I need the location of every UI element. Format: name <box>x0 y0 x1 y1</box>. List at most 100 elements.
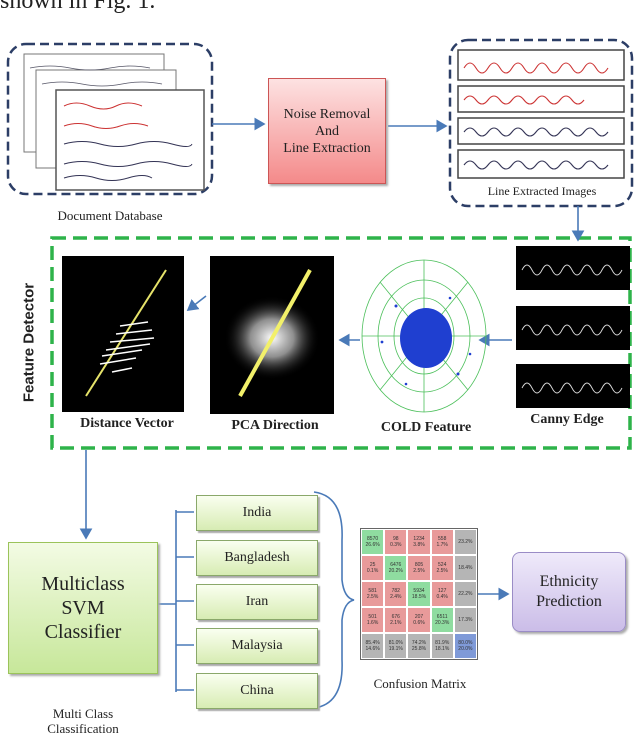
confusion-cell-text: 81.9% <box>435 640 450 646</box>
pca-direction-label: PCA Direction <box>231 418 319 433</box>
confusion-cell: 22.2% <box>453 581 477 607</box>
confusion-cell-text: 22.2% <box>458 591 473 597</box>
distance-vector-label: Distance Vector <box>80 416 174 431</box>
svm-classifier-box: Multiclass SVM Classifier <box>8 542 158 674</box>
confusion-cell-text: 207 <box>414 614 424 620</box>
confusion-cell-text: 25.8% <box>411 646 427 652</box>
document-pages-image <box>23 53 205 191</box>
confusion-cell-text: 782 <box>391 588 400 594</box>
confusion-cell-text: 18.4% <box>458 565 473 571</box>
confusion-cell-text: 2.4% <box>390 594 402 600</box>
confusion-cell: 23.2% <box>453 529 477 555</box>
curly-brace <box>313 491 355 709</box>
cold-feature-label: COLD Feature <box>380 420 472 435</box>
confusion-cell-text: 74.2% <box>411 640 427 646</box>
noise-removal-line-1: Noise Removal <box>283 106 371 122</box>
confusion-cell-text: 3.8% <box>413 542 425 548</box>
confusion-cell-text: 2.5% <box>436 568 448 574</box>
document-database-label: Document Database <box>57 208 163 223</box>
svm-line-2: SVM <box>61 597 105 619</box>
cold-feature-image <box>361 259 487 413</box>
canny-edge-label: Canny Edge <box>530 412 604 427</box>
country-malaysia: Malaysia <box>196 628 318 664</box>
line-extracted-frame <box>448 38 634 208</box>
confusion-cell: 85.4%14.6% <box>361 633 385 659</box>
confusion-cell-text: 23.2% <box>458 539 473 545</box>
confusion-cell: 17.3% <box>453 607 477 633</box>
confusion-matrix-label: Confusion Matrix <box>373 676 467 691</box>
confusion-cell-text: 20.0% <box>458 646 473 652</box>
confusion-cell-text: 85.4% <box>365 640 380 646</box>
noise-removal-box: Noise Removal And Line Extraction <box>268 78 386 184</box>
confusion-cell: 81.0%19.1% <box>384 633 408 659</box>
confusion-cell-text: 2.5% <box>413 568 425 574</box>
noise-removal-line-3: Line Extraction <box>283 140 371 156</box>
noise-removal-line-2: And <box>314 123 340 139</box>
confusion-cell-text: 5934 <box>413 588 425 594</box>
confusion-cell: 74.2%25.8% <box>407 633 431 659</box>
ethnicity-line-2: Prediction <box>536 593 602 610</box>
confusion-cell: 81.9%18.1% <box>430 633 454 659</box>
ethnicity-prediction-box: Ethnicity Prediction <box>512 552 626 632</box>
confusion-cell-text: 19.1% <box>388 646 403 652</box>
svm-line-1: Multiclass <box>41 573 125 595</box>
confusion-cell-text: 20.3% <box>435 620 450 626</box>
ethnicity-line-1: Ethnicity <box>539 573 599 590</box>
confusion-cell-text: 1.7% <box>436 542 448 548</box>
confusion-cell-text: 14.6% <box>365 646 380 652</box>
confusion-cell-text: 2.5% <box>366 594 379 600</box>
multi-class-line-2: Classification <box>47 721 119 736</box>
confusion-cell-text: 0.1% <box>366 568 379 574</box>
confusion-cell: 80.0%20.0% <box>453 633 477 659</box>
confusion-cell-text: 80.0% <box>458 640 473 646</box>
feature-detector-label: Feature Detector <box>20 282 38 403</box>
line-extracted-image <box>457 49 625 179</box>
confusion-cell-text: 558 <box>438 536 447 542</box>
confusion-cell-text: 6476 <box>390 562 402 568</box>
confusion-cell-text: 18.5% <box>411 594 427 600</box>
confusion-cell-text: 6511 <box>436 614 448 620</box>
svm-line-3: Classifier <box>44 621 122 643</box>
multi-class-line-1: Multi Class <box>52 706 114 721</box>
confusion-cell-text: 127 <box>438 588 447 594</box>
country-india: India <box>196 495 318 531</box>
confusion-cell-text: 676 <box>391 614 400 620</box>
multi-class-label: Multi Class Classification <box>28 706 138 736</box>
country-china: China <box>196 673 318 709</box>
pca-direction-image <box>210 256 334 414</box>
confusion-cell-text: 1234 <box>413 536 425 542</box>
confusion-cell-text: 81.0% <box>388 640 403 646</box>
confusion-cell-text: 501 <box>368 614 377 620</box>
confusion-cell-text: 2.1% <box>390 620 402 626</box>
confusion-cell-text: 25 <box>369 562 376 568</box>
confusion-cell-text: 1.6% <box>366 620 379 626</box>
confusion-cell-text: 18.1% <box>435 646 450 652</box>
confusion-cell-text: 98 <box>393 536 399 542</box>
confusion-cell-text: 17.3% <box>458 617 473 623</box>
confusion-cell-text: 8570 <box>367 536 379 542</box>
distance-vector-image <box>62 256 184 412</box>
confusion-cell-text: 20.2% <box>388 568 403 574</box>
country-iran: Iran <box>196 584 318 620</box>
document-database-frame <box>6 42 214 196</box>
line-extracted-label: Line Extracted Images <box>487 184 597 198</box>
confusion-cell-text: 0.6% <box>413 620 425 626</box>
confusion-cell-text: 581 <box>368 588 377 594</box>
confusion-cell-text: 805 <box>414 562 424 568</box>
